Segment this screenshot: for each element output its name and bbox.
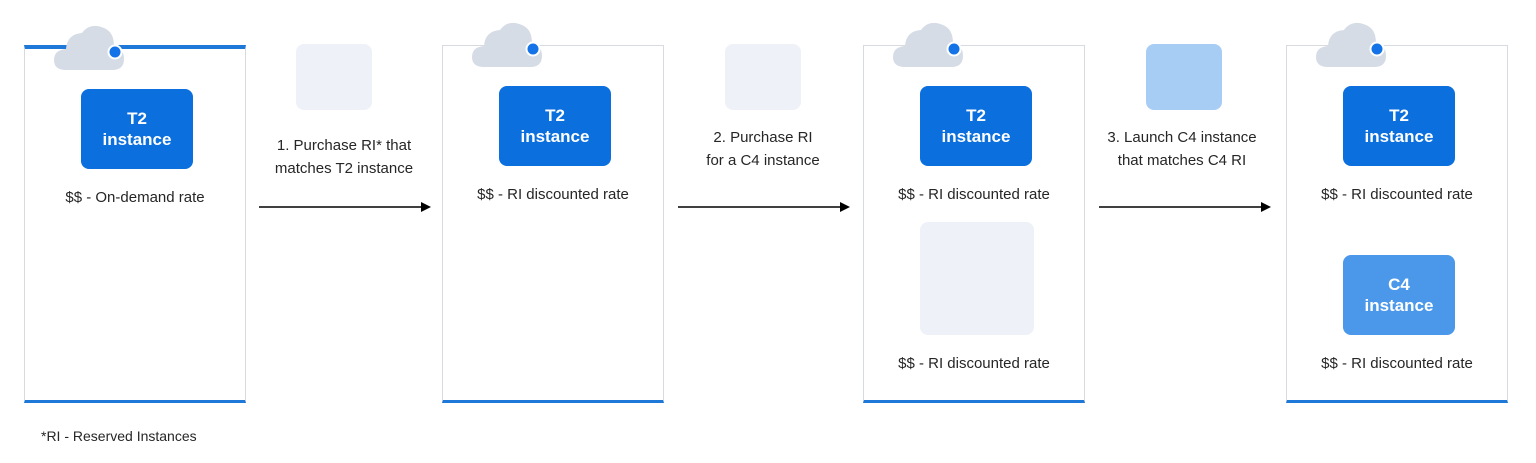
instance-type: T2 — [545, 106, 565, 125]
panel-on-demand: T2 instance $$ - On-demand rate — [24, 25, 246, 403]
second-rate-label: $$ - RI discounted rate — [898, 355, 1050, 372]
t2-instance-box: T2 instance — [1343, 86, 1455, 166]
arrow-right-icon — [1099, 202, 1271, 212]
instance-word: instance — [520, 127, 590, 146]
c4-instance-placeholder — [920, 222, 1034, 335]
arrow-right-icon — [259, 202, 431, 212]
instance-word: instance — [1364, 296, 1434, 315]
arrow-right-icon — [678, 202, 850, 212]
cloud-icon — [1316, 22, 1386, 67]
cloud-icon — [472, 22, 542, 67]
step-2-label: 2. Purchase RI for a C4 instance — [663, 126, 863, 172]
cloud-icon — [893, 22, 963, 67]
instance-word: instance — [941, 127, 1011, 146]
rate-label: $$ - RI discounted rate — [898, 186, 1050, 203]
step-1-line-2: matches T2 instance — [274, 160, 414, 177]
step-3-line-1: 3. Launch C4 instance — [1107, 129, 1257, 146]
step-1-line-1: 1. Purchase RI* that — [276, 137, 412, 154]
rate-label: $$ - RI discounted rate — [477, 186, 629, 203]
t2-instance-box: T2 instance — [499, 86, 611, 166]
rate-label: $$ - RI discounted rate — [1321, 186, 1473, 203]
second-rate-label: $$ - RI discounted rate — [1321, 355, 1473, 372]
step-3-line-2: that matches C4 RI — [1117, 152, 1247, 169]
step-2-square — [725, 44, 801, 110]
step-3-label: 3. Launch C4 instance that matches C4 RI — [1082, 126, 1282, 172]
instance-type: T2 — [1389, 106, 1409, 125]
cloud-icon — [54, 25, 124, 70]
instance-word: instance — [102, 130, 172, 149]
step-2-line-2: for a C4 instance — [706, 152, 820, 169]
t2-instance-box: T2 instance — [81, 89, 193, 169]
footnote: *RI - Reserved Instances — [41, 428, 197, 444]
step-2-line-1: 2. Purchase RI — [713, 129, 813, 146]
instance-type: T2 — [966, 106, 986, 125]
instance-type: C4 — [1388, 275, 1410, 294]
t2-instance-box: T2 instance — [920, 86, 1032, 166]
instance-word: instance — [1364, 127, 1434, 146]
step-3-square — [1146, 44, 1222, 110]
step-1-square — [296, 44, 372, 110]
panel-c4-ri-purchased: T2 instance $$ - RI discounted rate $$ -… — [863, 22, 1085, 403]
panel-ri-purchased: T2 instance $$ - RI discounted rate — [442, 22, 664, 403]
panel-c4-launched: T2 instance $$ - RI discounted rate C4 i… — [1286, 22, 1508, 403]
step-1-label: 1. Purchase RI* that matches T2 instance — [244, 134, 444, 180]
instance-type: T2 — [127, 109, 147, 128]
c4-instance-box: C4 instance — [1343, 255, 1455, 335]
rate-label: $$ - On-demand rate — [65, 189, 205, 206]
